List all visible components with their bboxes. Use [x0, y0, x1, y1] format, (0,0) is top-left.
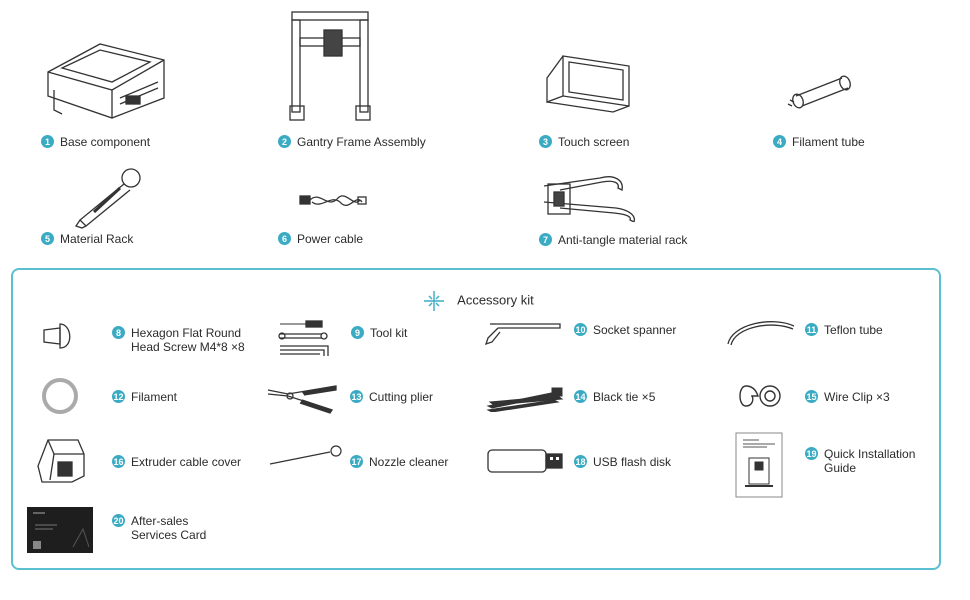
kit-item-label: 20 After-sales Services Card [112, 514, 207, 542]
item-label: 6 Power cable [278, 232, 363, 246]
accessory-kit-panel: Accessory kit [11, 268, 941, 570]
accessory-kit-title: Accessory kit [13, 289, 943, 313]
number-badge: 2 [278, 135, 291, 148]
filament-tube-icon [786, 72, 856, 112]
number-badge: 14 [574, 390, 587, 403]
material-rack-icon [74, 166, 146, 230]
item-label: 7 Anti-tangle material rack [539, 233, 687, 247]
anti-tangle-rack-icon [540, 166, 640, 222]
nozzle-cleaner-icon [268, 444, 344, 468]
number-badge: 6 [278, 232, 291, 245]
number-badge: 12 [112, 390, 125, 403]
usb-flash-icon [486, 446, 566, 476]
teflon-tube-icon [722, 318, 798, 348]
item-label: 4 Filament tube [773, 135, 865, 149]
item-label: 1 Base component [41, 135, 150, 149]
printer-base-icon [40, 38, 170, 120]
number-badge: 7 [539, 233, 552, 246]
item-label: 5 Material Rack [41, 232, 133, 246]
tool-kit-icon [276, 318, 332, 358]
service-card-icon [27, 507, 93, 553]
number-badge: 1 [41, 135, 54, 148]
extruder-cover-icon [34, 436, 88, 488]
number-badge: 20 [112, 514, 125, 527]
cutting-plier-icon [266, 380, 338, 414]
number-badge: 5 [41, 232, 54, 245]
gantry-frame-icon [288, 10, 372, 122]
kit-item-label: 19 Quick Installation Guide [805, 447, 916, 475]
number-badge: 8 [112, 326, 125, 339]
kit-item-label: 10 Socket spanner [574, 323, 677, 337]
number-badge: 4 [773, 135, 786, 148]
kit-item-label: 11 Teflon tube [805, 323, 883, 337]
number-badge: 13 [350, 390, 363, 403]
kit-item-label: 16 Extruder cable cover [112, 455, 242, 469]
kit-item-label: 12 Filament [112, 390, 178, 404]
touch-screen-icon [543, 52, 635, 114]
kit-item-label: 9 Tool kit [351, 326, 407, 340]
quick-guide-icon [735, 432, 783, 498]
compass-icon [422, 289, 454, 313]
item-label: 2 Gantry Frame Assembly [278, 135, 426, 149]
socket-spanner-icon [482, 318, 562, 348]
kit-item-label: 18 USB flash disk [574, 455, 672, 469]
number-badge: 15 [805, 390, 818, 403]
number-badge: 19 [805, 447, 818, 460]
number-badge: 17 [350, 455, 363, 468]
item-label: 3 Touch screen [539, 135, 629, 149]
number-badge: 18 [574, 455, 587, 468]
number-badge: 9 [351, 326, 364, 339]
power-cable-icon [298, 188, 368, 212]
kit-item-label: 15 Wire Clip ×3 [805, 390, 890, 404]
screw-icon [42, 320, 76, 352]
kit-item-label: 17 Nozzle cleaner [350, 455, 449, 469]
number-badge: 3 [539, 135, 552, 148]
kit-item-label: 13 Cutting plier [350, 390, 434, 404]
filament-coil-icon [40, 376, 80, 416]
number-badge: 16 [112, 455, 125, 468]
kit-item-label: 14 Black tie ×5 [574, 390, 656, 404]
number-badge: 10 [574, 323, 587, 336]
wire-clip-icon [736, 380, 784, 412]
cable-tie-icon [486, 386, 566, 412]
number-badge: 11 [805, 323, 818, 336]
kit-item-label: 8 Hexagon Flat Round Head Screw M4*8 ×8 [112, 326, 245, 354]
